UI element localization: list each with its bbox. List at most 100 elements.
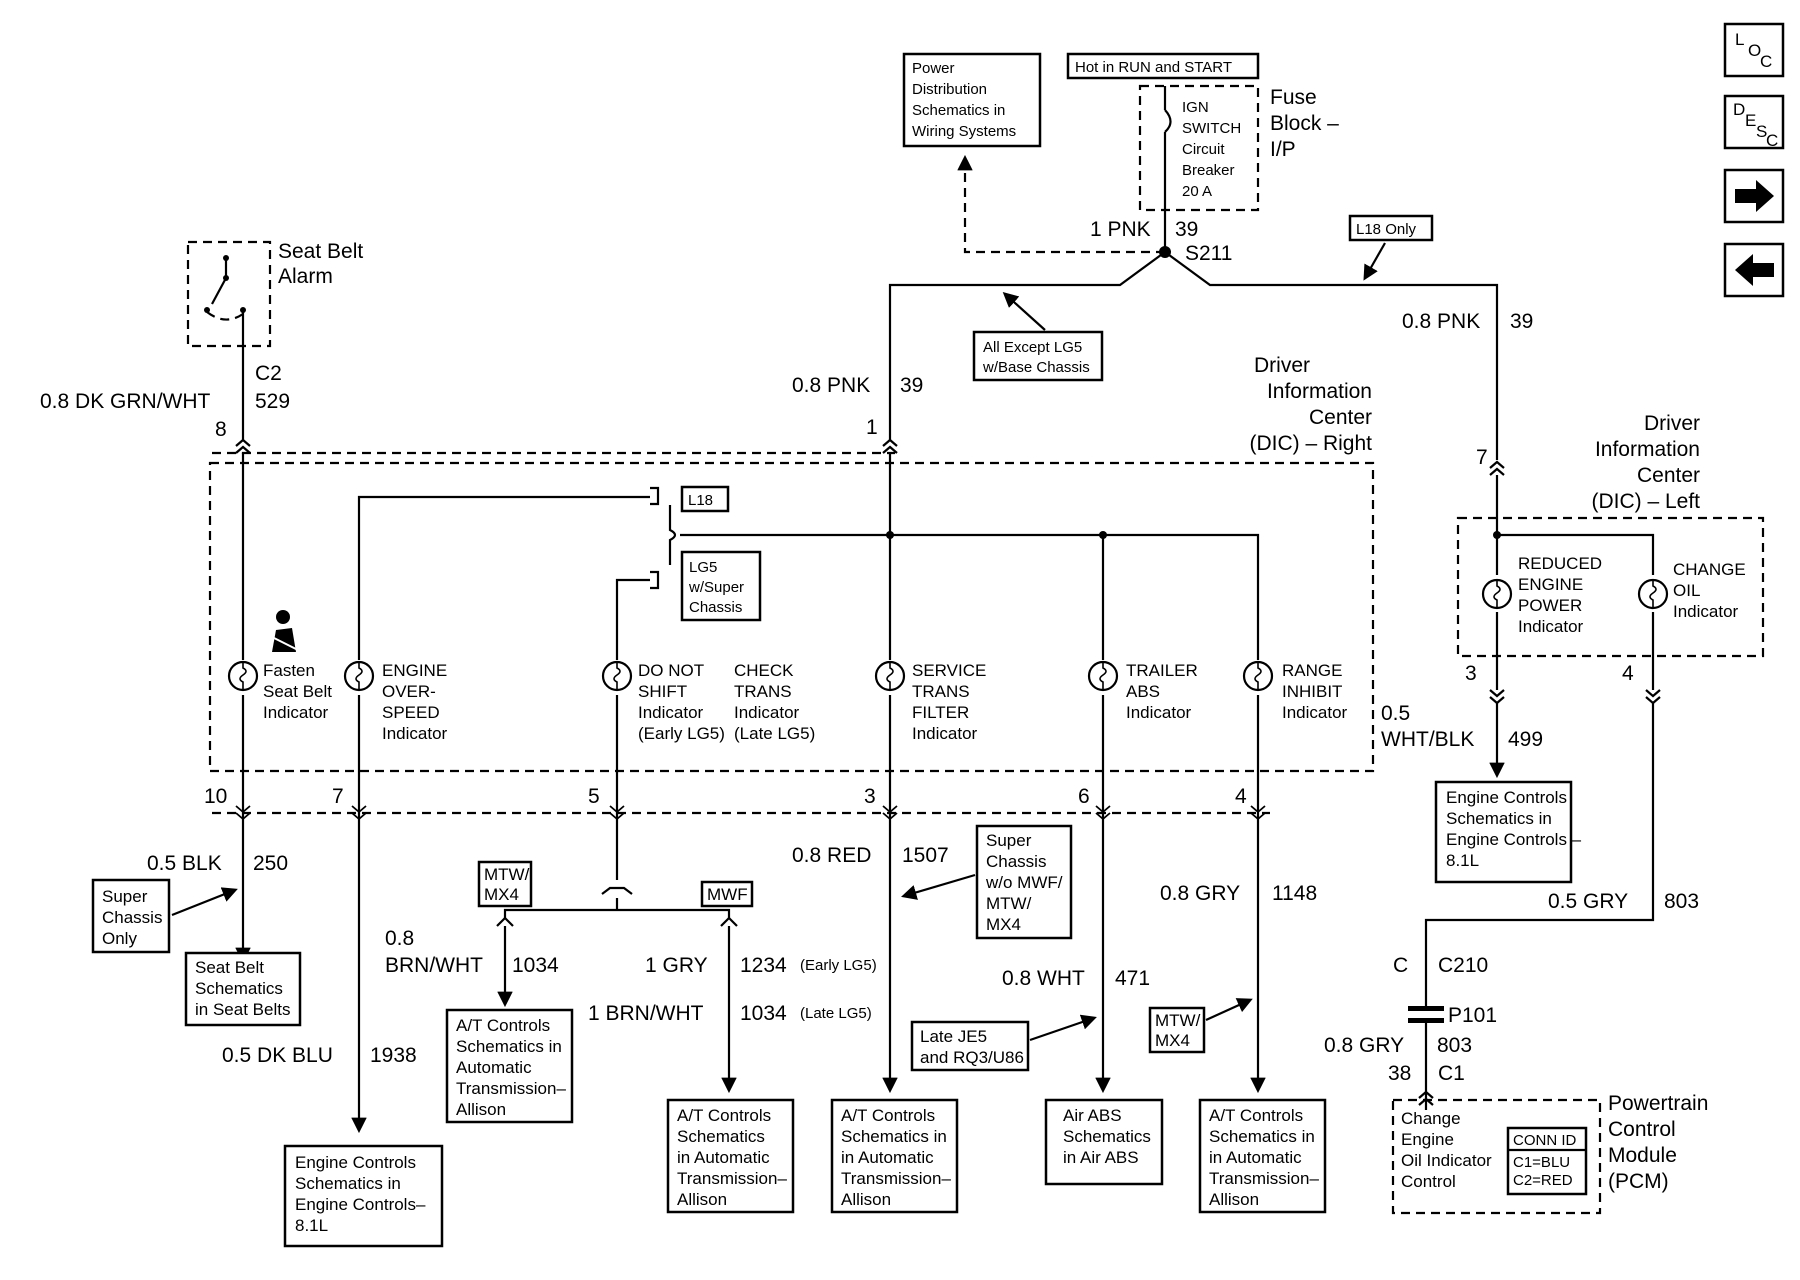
at-controls-box-1[interactable]: A/T Controls Schematics in Automatic Tra… (445, 1008, 574, 1124)
svg-text:w/Base Chassis: w/Base Chassis (982, 359, 1090, 376)
svg-text:Indicator: Indicator (1282, 703, 1348, 722)
hot-in-run-label: Hot in RUN and START (1066, 52, 1260, 80)
svg-text:Allison: Allison (677, 1190, 727, 1209)
mtw-mx4-label: MTW/ MX4 (477, 860, 533, 908)
svg-text:Late JE5: Late JE5 (920, 1027, 987, 1046)
at-controls-box-2[interactable]: A/T Controls Schematics in Automatic Tra… (666, 1098, 795, 1214)
connector-chevron (1095, 805, 1111, 821)
svg-text:1938: 1938 (370, 1044, 417, 1067)
svg-text:A/T Controls: A/T Controls (677, 1106, 771, 1125)
connector-chevron (609, 805, 625, 821)
svg-text:MTW/: MTW/ (484, 865, 530, 884)
svg-text:Super: Super (102, 887, 148, 906)
wire-05whtblk-label: 0.5 (1381, 702, 1410, 725)
svg-text:Seat Belt: Seat Belt (263, 682, 332, 701)
p101-label: P101 (1448, 1004, 1497, 1027)
svg-text:Indicator: Indicator (1518, 617, 1584, 636)
svg-text:Control: Control (1401, 1172, 1456, 1191)
svg-text:ABS: ABS (1126, 682, 1160, 701)
pin-6-label: 6 (1078, 785, 1090, 808)
desc-button[interactable]: D E S C (1723, 94, 1785, 150)
svg-text:MTW/: MTW/ (1155, 1011, 1201, 1030)
trailer-label: TRAILER (1126, 661, 1198, 680)
svg-text:Center: Center (1309, 406, 1372, 429)
super-chassis-only-label: Super Chassis Only (91, 878, 171, 954)
svg-text:Engine Controls –: Engine Controls – (1446, 830, 1582, 849)
indicator-lamps (227, 578, 1669, 692)
svg-text:(Late LG5): (Late LG5) (800, 1005, 872, 1022)
service-lamp-icon (874, 660, 906, 692)
pin-1-label: 1 (866, 416, 878, 439)
c1-label: C1 (1438, 1062, 1465, 1085)
engine-controls-schematics-box[interactable]: Engine Controls Schematics in Engine Con… (283, 1144, 444, 1248)
svg-text:803: 803 (1664, 890, 1699, 913)
svg-text:OIL: OIL (1673, 581, 1700, 600)
wire-08gry-1148-label: 0.8 GRY (1160, 882, 1240, 905)
connector-chevron (235, 805, 251, 821)
svg-text:Engine Controls: Engine Controls (295, 1153, 416, 1172)
engine-controls-81l-box[interactable]: Engine Controls Schematics in Engine Con… (1434, 780, 1582, 884)
wire-08pnk-left-label: 0.8 PNK (1402, 310, 1480, 333)
svg-text:Circuit: Circuit (1182, 141, 1225, 158)
all-except-lg5-label: All Except LG5 w/Base Chassis (972, 330, 1104, 382)
svg-text:in Air ABS: in Air ABS (1063, 1148, 1139, 1167)
svg-text:A/T Controls: A/T Controls (1209, 1106, 1303, 1125)
loc-o: O (1748, 41, 1761, 60)
wire-1gry-label: 1 GRY (645, 954, 708, 977)
svg-text:Schematics in: Schematics in (1446, 809, 1552, 828)
seatbelt-schematics-box[interactable]: Seat Belt Schematics in Seat Belts (184, 951, 302, 1027)
svg-text:499: 499 (1508, 728, 1543, 751)
svg-text:Engine: Engine (1401, 1130, 1454, 1149)
svg-text:in Automatic: in Automatic (1209, 1148, 1302, 1167)
svg-text:(Early LG5): (Early LG5) (638, 724, 725, 743)
c210-label: C210 (1438, 954, 1488, 977)
svg-text:A/T Controls: A/T Controls (456, 1016, 550, 1035)
svg-text:Block –: Block – (1270, 112, 1339, 135)
svg-text:Automatic: Automatic (456, 1058, 532, 1077)
svg-text:Information: Information (1267, 380, 1372, 403)
late-je5-label: Late JE5 and RQ3/U86 (910, 1020, 1030, 1072)
conn-id-label: CONN ID (1513, 1132, 1577, 1149)
service-label: SERVICE (912, 661, 986, 680)
svg-text:1234: 1234 (740, 954, 787, 977)
svg-text:Schematics: Schematics (1063, 1127, 1151, 1146)
left-arrow-icon (1735, 254, 1774, 286)
connector-p101 (1408, 995, 1444, 1110)
svg-text:Indicator: Indicator (912, 724, 978, 743)
wire-1pnk-label: 1 PNK (1090, 218, 1151, 241)
svg-text:(PCM): (PCM) (1608, 1170, 1669, 1193)
at-controls-box-3[interactable]: A/T Controls Schematics in in Automatic … (830, 1098, 959, 1214)
loc-c: C (1760, 52, 1772, 71)
wire-803 (1424, 703, 1655, 995)
svg-text:OVER-: OVER- (382, 682, 436, 701)
pin-38-label: 38 (1388, 1062, 1411, 1085)
power-distribution-box[interactable]: Power Distribution Schematics in Wiring … (902, 52, 1042, 148)
at-controls-box-4[interactable]: A/T Controls Schematics in in Automatic … (1198, 1098, 1327, 1214)
prev-arrow-button[interactable] (1723, 242, 1785, 298)
power-dist-dashed-wire (957, 154, 1165, 254)
svg-text:w/Super: w/Super (688, 579, 744, 596)
svg-text:250: 250 (253, 852, 288, 875)
svg-text:39: 39 (900, 374, 923, 397)
svg-text:1034: 1034 (512, 954, 559, 977)
l18-label: L18 (680, 485, 730, 513)
svg-text:Allison: Allison (841, 1190, 891, 1209)
svg-text:Super: Super (986, 831, 1032, 850)
change-oil-label: CHANGE (1673, 560, 1746, 579)
svg-text:Schematics in: Schematics in (841, 1127, 947, 1146)
svg-text:MX4: MX4 (986, 915, 1021, 934)
air-abs-box[interactable]: Air ABS Schematics in Air ABS (1044, 1098, 1164, 1186)
svg-text:Only: Only (102, 929, 137, 948)
trailer-lamp-icon (1087, 660, 1119, 692)
svg-text:TRANS: TRANS (734, 682, 792, 701)
next-arrow-button[interactable] (1723, 168, 1785, 224)
svg-text:w/o MWF/: w/o MWF/ (985, 873, 1063, 892)
checktrans-label: CHECK (734, 661, 794, 680)
svg-text:L18: L18 (688, 492, 713, 509)
connector-chevron (351, 805, 367, 821)
wire-1brnwht-label: 1 BRN/WHT (588, 1002, 704, 1025)
svg-text:39: 39 (1510, 310, 1533, 333)
pin-7-left-label: 7 (1476, 446, 1488, 469)
svg-text:Wiring Systems: Wiring Systems (912, 123, 1016, 140)
loc-button[interactable]: L O C (1723, 22, 1785, 78)
